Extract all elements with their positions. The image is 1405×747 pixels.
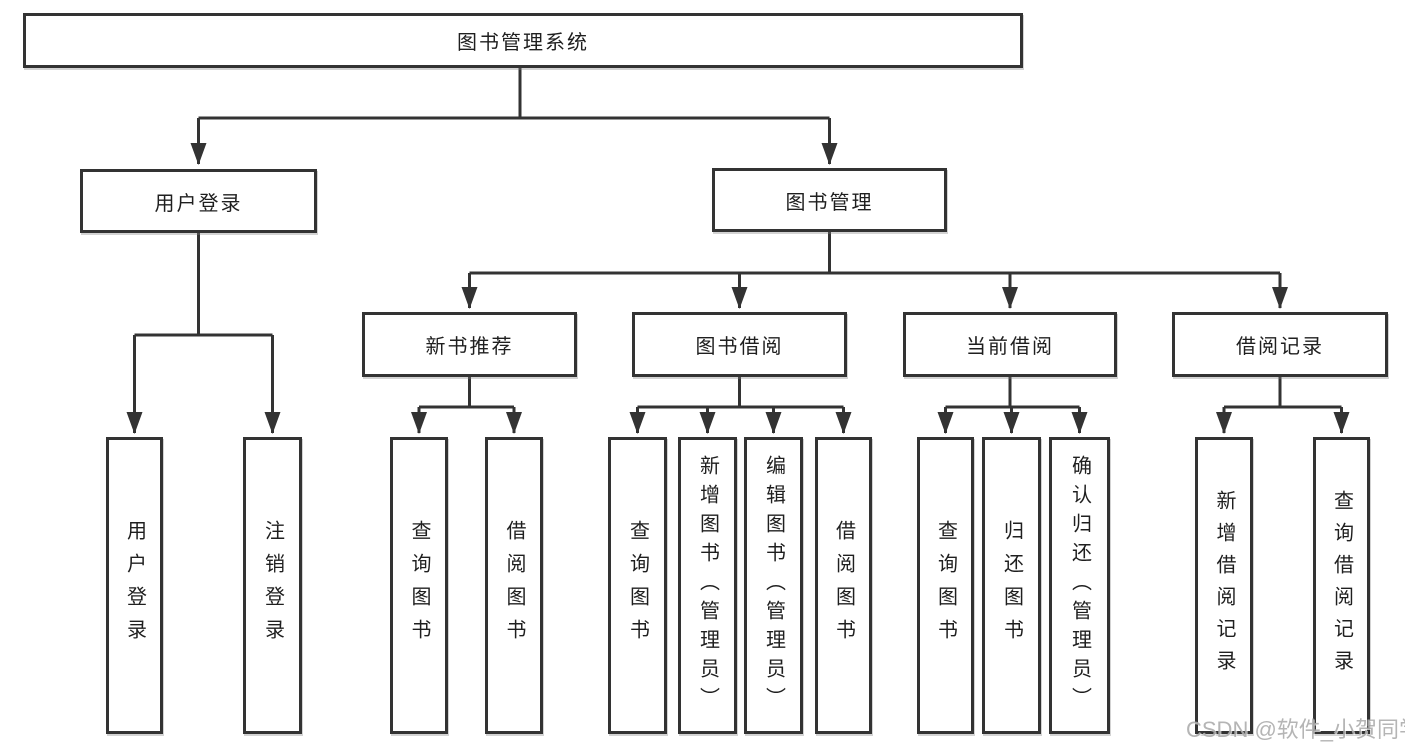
node-borrowing-records-label: 借阅记录 — [1236, 336, 1324, 358]
leaf-add-borrow-record: 新增借阅记录 — [1195, 437, 1253, 734]
leaf-edit-books-admin: 编辑图书（管理员） — [744, 437, 803, 734]
csdn-watermark: CSDN @软件_小贺同学 — [1186, 717, 1405, 742]
node-current-borrowing: 当前借阅 — [903, 312, 1117, 377]
node-book-borrowing: 图书借阅 — [632, 312, 847, 377]
leaf-query-borrow-record-label: 查询借阅记录 — [1330, 489, 1353, 682]
leaf-borrow-books: 借阅图书 — [815, 437, 872, 734]
node-borrowing-records: 借阅记录 — [1172, 312, 1388, 377]
leaf-user-login-label: 用户登录 — [123, 519, 146, 652]
leaf-query-books-borrowing: 查询图书 — [608, 437, 667, 734]
leaf-query-books-borrowing-label: 查询图书 — [626, 519, 649, 652]
node-current-borrowing-label: 当前借阅 — [966, 336, 1054, 358]
leaf-query-books-recommend-label: 查询图书 — [408, 519, 430, 652]
node-book-management: 图书管理 — [712, 168, 947, 232]
leaf-confirm-return-admin: 确认归还（管理员） — [1049, 437, 1110, 734]
leaf-add-books-admin-label: 新增图书（管理员） — [696, 455, 719, 716]
node-new-book-recommend: 新书推荐 — [362, 312, 577, 377]
leaf-return-books-label: 归还图书 — [1000, 519, 1023, 652]
node-user-login: 用户登录 — [80, 169, 317, 233]
leaf-borrow-books-label: 借阅图书 — [832, 519, 855, 652]
leaf-return-books: 归还图书 — [982, 437, 1041, 734]
leaf-query-books-current-label: 查询图书 — [934, 519, 957, 652]
leaf-query-books-current: 查询图书 — [917, 437, 974, 734]
leaf-borrow-books-recommend: 借阅图书 — [485, 437, 543, 734]
node-root-label: 图书管理系统 — [457, 32, 589, 54]
node-root: 图书管理系统 — [23, 13, 1023, 68]
node-book-management-label: 图书管理 — [785, 191, 874, 214]
node-new-book-recommend-label: 新书推荐 — [425, 336, 514, 358]
leaf-query-borrow-record: 查询借阅记录 — [1313, 437, 1370, 734]
leaf-borrow-books-recommend-label: 借阅图书 — [503, 519, 525, 652]
leaf-confirm-return-admin-label: 确认归还（管理员） — [1068, 455, 1091, 716]
leaf-add-borrow-record-label: 新增借阅记录 — [1213, 489, 1235, 682]
leaf-user-login: 用户登录 — [106, 437, 163, 734]
leaf-logout: 注销登录 — [243, 437, 302, 734]
leaf-edit-books-admin-label: 编辑图书（管理员） — [762, 455, 785, 716]
leaf-add-books-admin: 新增图书（管理员） — [678, 437, 737, 734]
node-user-login-label: 用户登录 — [154, 192, 243, 215]
leaf-logout-label: 注销登录 — [261, 519, 284, 652]
leaf-query-books-recommend: 查询图书 — [390, 437, 448, 734]
node-book-borrowing-label: 图书借阅 — [695, 336, 784, 358]
